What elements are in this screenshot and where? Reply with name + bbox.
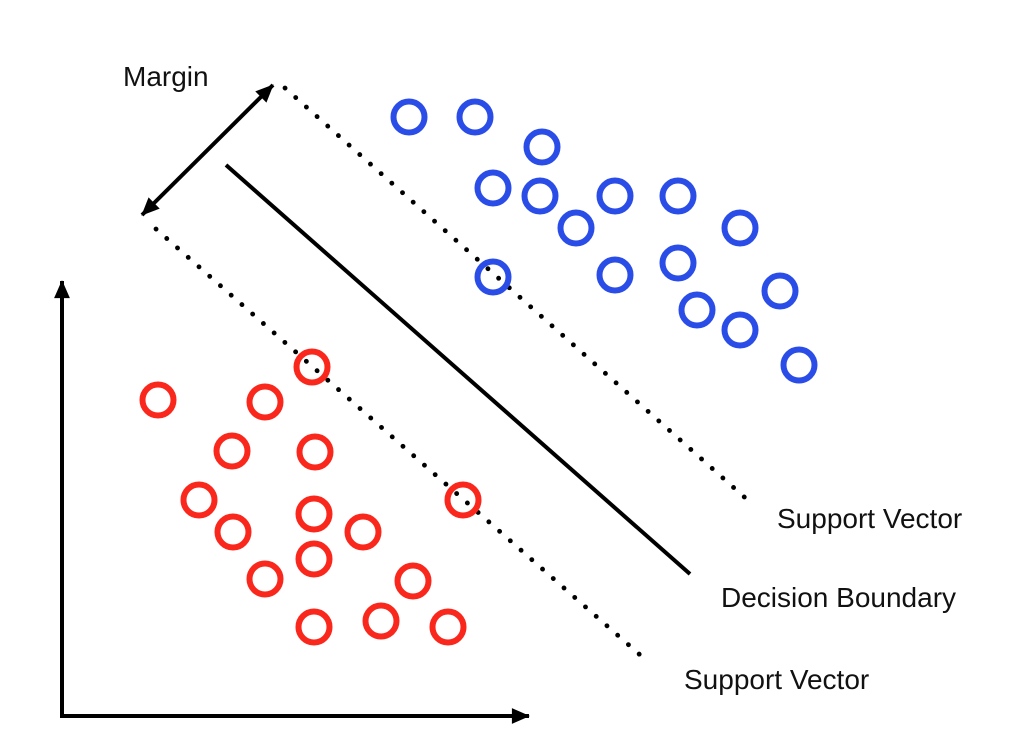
red-data-point bbox=[213, 432, 251, 470]
blue-data-point bbox=[721, 311, 759, 349]
red-data-point bbox=[139, 381, 177, 419]
blue-data-point bbox=[474, 258, 512, 296]
decision-boundary-label: Decision Boundary bbox=[721, 582, 956, 613]
red-data-point bbox=[295, 608, 333, 646]
blue-data-point bbox=[523, 128, 561, 166]
blue-class-cluster bbox=[390, 98, 818, 384]
red-data-point bbox=[246, 560, 284, 598]
red-data-point bbox=[394, 562, 432, 600]
support-vector-lower-label: Support Vector bbox=[684, 664, 869, 695]
red-class-cluster bbox=[139, 348, 482, 646]
red-data-point bbox=[293, 348, 331, 386]
blue-data-point bbox=[474, 169, 512, 207]
blue-data-point bbox=[596, 256, 634, 294]
red-data-point bbox=[295, 495, 333, 533]
red-data-point bbox=[295, 540, 333, 578]
red-data-point bbox=[344, 513, 382, 551]
blue-data-point bbox=[521, 177, 559, 215]
blue-data-point bbox=[780, 346, 818, 384]
red-data-point bbox=[362, 602, 400, 640]
blue-data-point bbox=[659, 244, 697, 282]
red-data-point bbox=[444, 481, 482, 519]
support-vector-line-upper bbox=[282, 85, 754, 506]
red-data-point bbox=[296, 433, 334, 471]
red-data-point bbox=[180, 481, 218, 519]
margin-double-arrow bbox=[140, 83, 275, 217]
blue-data-point bbox=[557, 209, 595, 247]
decision-boundary-line bbox=[224, 163, 692, 576]
blue-data-point bbox=[456, 98, 494, 136]
blue-data-point bbox=[390, 98, 428, 136]
blue-data-point bbox=[659, 177, 697, 215]
blue-data-point bbox=[596, 177, 634, 215]
blue-data-point bbox=[678, 291, 716, 329]
red-data-point bbox=[214, 513, 252, 551]
support-vector-upper-label: Support Vector bbox=[777, 503, 962, 534]
support-vector-line-lower bbox=[153, 226, 650, 664]
red-data-point bbox=[429, 608, 467, 646]
blue-data-point bbox=[761, 272, 799, 310]
axes bbox=[54, 280, 530, 724]
margin-label: Margin bbox=[123, 61, 209, 92]
red-data-point bbox=[246, 383, 284, 421]
blue-data-point bbox=[721, 209, 759, 247]
